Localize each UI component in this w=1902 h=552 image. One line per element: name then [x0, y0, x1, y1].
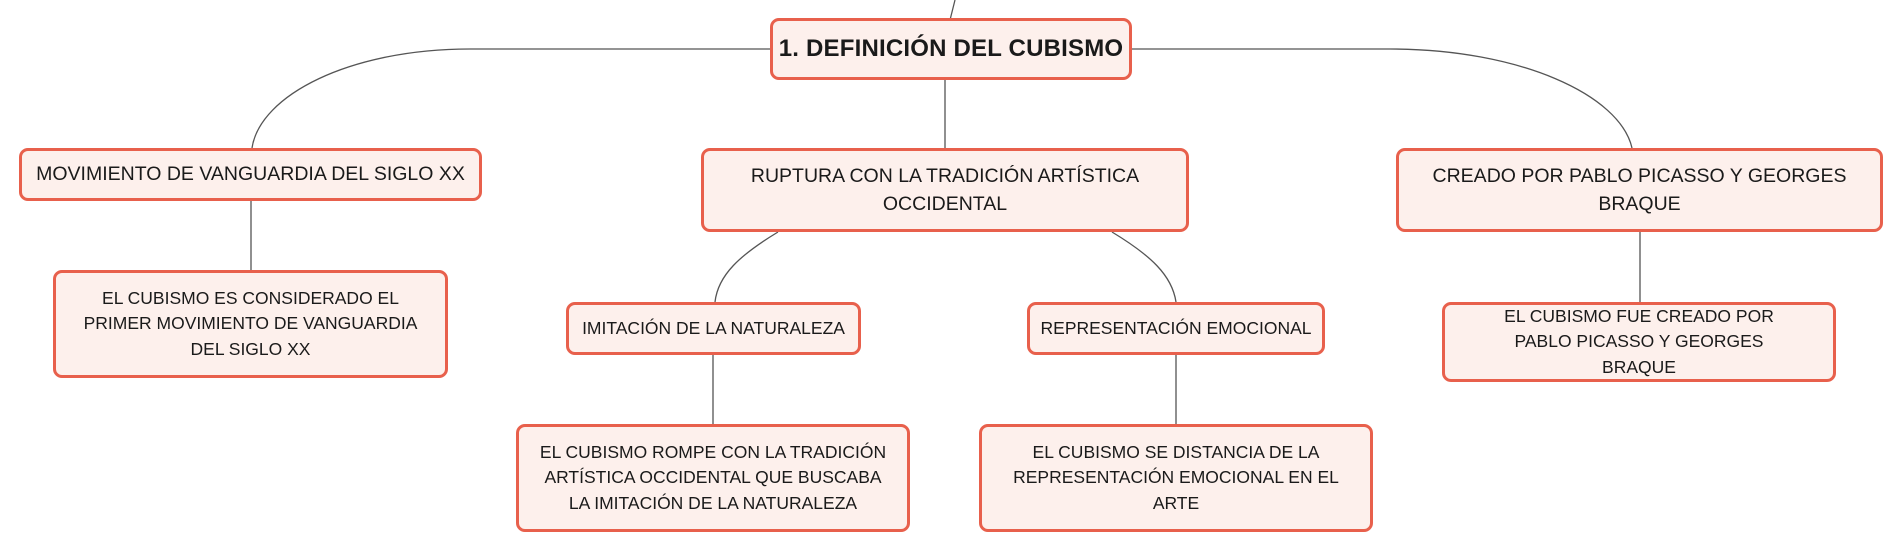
detail-node-vanguardia[interactable]: EL CUBISMO ES CONSIDERADO EL PRIMER MOVI… — [53, 270, 448, 378]
subtopic-node-emocional-label: REPRESENTACIÓN EMOCIONAL — [1040, 317, 1312, 338]
detail-node-vanguardia-label: EL CUBISMO ES CONSIDERADO EL PRIMER MOVI… — [83, 287, 418, 359]
detail-node-creado[interactable]: EL CUBISMO FUE CREADO POR PABLO PICASSO … — [1442, 302, 1836, 382]
root-node[interactable]: 1. DEFINICIÓN DEL CUBISMO — [770, 18, 1132, 80]
branch-node-creado-label: CREADO POR PABLO PICASSO Y GEORGES BRAQU… — [1432, 164, 1847, 215]
branch-node-vanguardia[interactable]: MOVIMIENTO DE VANGUARDIA DEL SIGLO XX — [19, 148, 482, 201]
detail-node-imitacion-label: EL CUBISMO ROMPE CON LA TRADICIÓN ARTÍST… — [539, 441, 887, 513]
branch-node-ruptura[interactable]: RUPTURA CON LA TRADICIÓN ARTÍSTICA OCCID… — [701, 148, 1189, 232]
detail-node-emocional-label: EL CUBISMO SE DISTANCIA DE LA REPRESENTA… — [1013, 441, 1339, 513]
detail-node-creado-label: EL CUBISMO FUE CREADO POR PABLO PICASSO … — [1504, 305, 1774, 377]
detail-node-emocional[interactable]: EL CUBISMO SE DISTANCIA DE LA REPRESENTA… — [979, 424, 1373, 532]
subtopic-node-imitacion-label: IMITACIÓN DE LA NATURALEZA — [582, 317, 845, 338]
branch-node-creado[interactable]: CREADO POR PABLO PICASSO Y GEORGES BRAQU… — [1396, 148, 1883, 232]
connector-root-to-branch-1 — [251, 48, 770, 149]
subtopic-node-emocional[interactable]: REPRESENTACIÓN EMOCIONAL — [1027, 302, 1325, 355]
connector-branch-2-to-emotional — [1111, 231, 1177, 303]
detail-node-imitacion[interactable]: EL CUBISMO ROMPE CON LA TRADICIÓN ARTÍST… — [516, 424, 910, 532]
connector-branch-2-to-imitation — [714, 231, 779, 303]
branch-node-ruptura-label: RUPTURA CON LA TRADICIÓN ARTÍSTICA OCCID… — [750, 164, 1140, 215]
root-node-label: 1. DEFINICIÓN DEL CUBISMO — [778, 34, 1124, 62]
connector-root-to-branch-3 — [1132, 48, 1633, 149]
branch-node-vanguardia-label: MOVIMIENTO DE VANGUARDIA DEL SIGLO XX — [36, 163, 465, 186]
connector-parent-edge — [949, 0, 956, 21]
subtopic-node-imitacion[interactable]: IMITACIÓN DE LA NATURALEZA — [566, 302, 861, 355]
